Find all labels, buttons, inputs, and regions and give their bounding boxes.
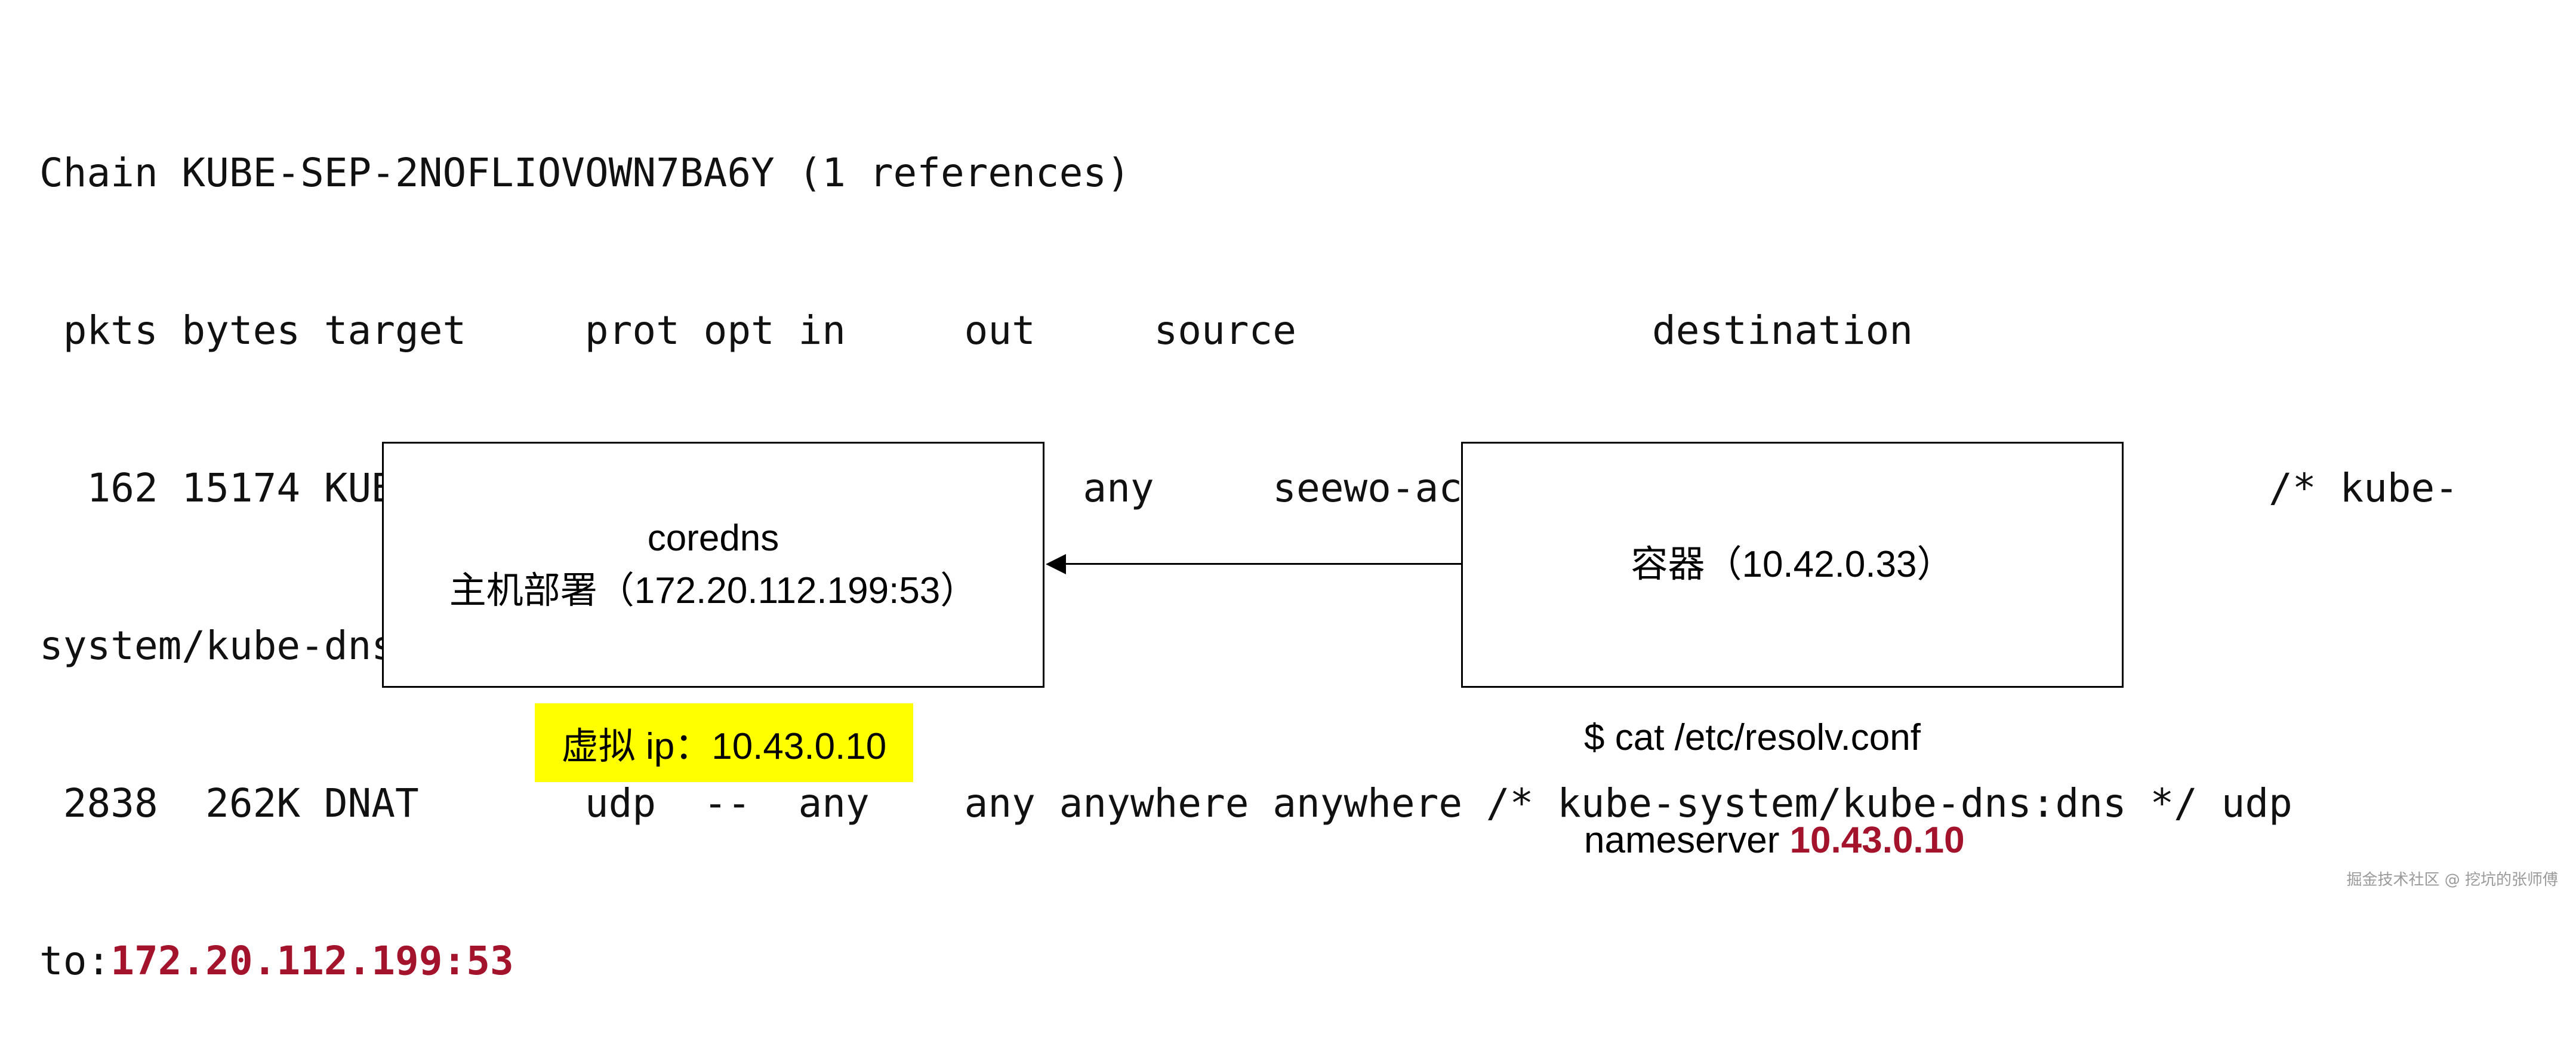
rule-dnat-target-line: to:172.20.112.199:53 (39, 935, 2546, 987)
rule-dnat-line: 2838 262K DNAT udp -- any any anywhere a… (39, 780, 2292, 826)
virtual-ip-label: 虚拟 ip：10.43.0.10 (535, 703, 913, 782)
coredns-box: coredns 主机部署（172.20.112.199:53） (382, 442, 1044, 688)
container-box: 容器（10.42.0.33） (1461, 442, 2124, 688)
nameserver-line: nameserver 10.43.0.10 (1584, 819, 1965, 861)
coredns-title: coredns (647, 518, 779, 559)
column-header-line: pkts bytes target prot opt in out source… (39, 307, 1913, 353)
dnat-target-address: 172.20.112.199:53 (110, 938, 514, 984)
dnat-to-prefix: to: (39, 938, 111, 984)
nameserver-prefix: nameserver (1584, 820, 1790, 861)
request-arrow (1062, 563, 1461, 565)
watermark: 掘金技术社区 @ 挖坑的张师傅 (2346, 871, 2558, 889)
chain-header-line: Chain KUBE-SEP-2NOFLIOVOWN7BA6Y (1 refer… (39, 150, 1130, 196)
nameserver-value: 10.43.0.10 (1789, 820, 1965, 861)
container-label: 容器（10.42.0.33） (1631, 544, 1954, 585)
resolv-command: $ cat /etc/resolv.conf (1584, 717, 1921, 758)
coredns-host-deploy: 主机部署（172.20.112.199:53） (449, 570, 978, 611)
